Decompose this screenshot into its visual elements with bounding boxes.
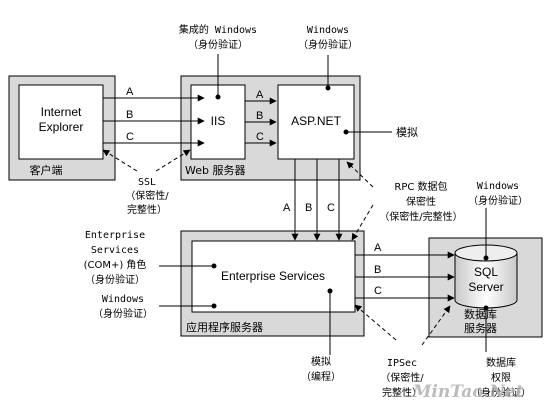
db-permission-3: （身份验证）	[471, 386, 531, 399]
aspnet-box	[277, 84, 355, 160]
label-a-3: A	[283, 202, 291, 214]
label-b-2: B	[256, 110, 263, 122]
es-auth-4: （身份验证）	[85, 273, 145, 286]
client-caption: 客户端	[30, 163, 63, 177]
ipsec-dash-right	[421, 305, 451, 346]
rpc-label-3: （保密性/完整性）	[379, 210, 462, 223]
web-server-group: IIS ASP.NET Web 服务器	[180, 75, 361, 181]
web-server-caption: Web 服务器	[185, 164, 245, 177]
iis-label: IIS	[211, 114, 226, 128]
label-c-3: C	[327, 202, 335, 214]
ipsec-label-3: 完整性）	[382, 386, 422, 399]
es-auth-2: Services	[91, 245, 139, 256]
watermark: MinTao.Net	[412, 382, 524, 402]
es-auth-1: Enterprise	[85, 230, 145, 241]
app-impersonate-1: 模拟	[311, 355, 331, 368]
db-caption-1: 数据库	[464, 307, 497, 321]
ssl-label-1: SSL	[138, 177, 156, 188]
label-c-2: C	[256, 131, 264, 143]
db-permission-1: 数据库	[486, 356, 516, 369]
db-caption-2: 服务器	[464, 322, 497, 335]
aspnet-label: ASP.NET	[291, 114, 341, 128]
rpc-label-2: 保密性	[406, 195, 436, 208]
db-windows-auth-2: （身份验证）	[468, 194, 528, 207]
label-b-3: B	[305, 202, 312, 214]
label-b-1: B	[126, 109, 133, 121]
client-to-iis-arrows	[103, 94, 205, 147]
label-c-4: C	[374, 285, 382, 297]
rpc-label-1: RPC 数据包	[394, 180, 447, 193]
ie-label-1: Internet	[41, 105, 82, 119]
app-server-caption: 应用程序服务器	[186, 320, 263, 334]
rpc-dash-up	[346, 161, 374, 188]
app-windows-auth-2: （身份验证）	[93, 307, 153, 320]
label-b-4: B	[374, 264, 381, 276]
sql-label-1: SQL	[474, 265, 498, 279]
ipsec-label-1: IPSec	[387, 358, 417, 369]
app-impersonate-2: （编程）	[301, 370, 341, 383]
enterprise-services-box	[191, 240, 356, 313]
ssl-label-3: 完整性）	[127, 203, 167, 216]
annotation-lines	[159, 54, 489, 355]
app-server-group: Enterprise Services 应用程序服务器	[180, 230, 365, 337]
app-windows-auth-1: Windows	[102, 294, 144, 305]
sql-label-2: Server	[468, 280, 503, 294]
windows-auth-top-1: Windows	[307, 25, 349, 36]
ipsec-dash-left	[354, 304, 397, 341]
integrated-windows-label: 集成的 Windows	[179, 23, 257, 36]
es-auth-3: (COM+) 角色	[84, 258, 147, 271]
dashed-connectors	[102, 149, 451, 346]
ssl-label-2: （保密性/	[125, 189, 169, 202]
aspnet-to-es-arrows	[291, 159, 343, 241]
internet-explorer-box	[18, 84, 104, 160]
impersonate-label: 模拟	[396, 125, 418, 139]
integrated-auth-label: （身份验证）	[188, 38, 248, 51]
windows-auth-top-2: （身份验证）	[298, 38, 358, 51]
ie-label-2: Explorer	[39, 120, 84, 134]
enterprise-services-label: Enterprise Services	[221, 269, 325, 283]
ipsec-label-2: （保密性/	[380, 371, 424, 384]
label-c-1: C	[126, 131, 134, 143]
label-a-4: A	[374, 242, 382, 254]
db-permission-2: 权限	[491, 371, 511, 384]
label-a-1: A	[126, 86, 134, 98]
iis-to-aspnet-arrows	[245, 97, 277, 147]
es-to-sql-arrows	[355, 251, 455, 302]
client-group: Internet Explorer 客户端	[8, 75, 116, 181]
label-a-2: A	[256, 89, 264, 101]
db-windows-auth-1: Windows	[477, 181, 519, 192]
